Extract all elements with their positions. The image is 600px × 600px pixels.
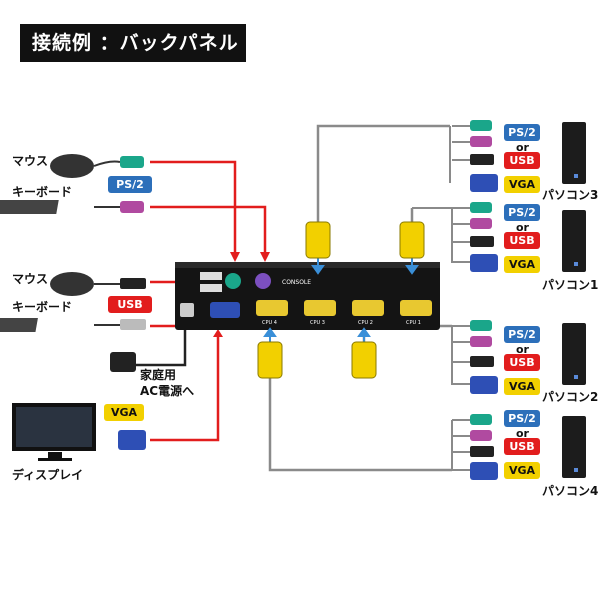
pc2-badge-ps2: PS/2: [504, 326, 540, 343]
label-power-line1: 家庭用: [140, 368, 177, 382]
ac-adapter: [110, 352, 136, 372]
port-label-cpu3: CPU 3: [310, 320, 325, 326]
pc1-badge-vga: VGA: [504, 256, 540, 273]
port-label-cpu2: CPU 2: [358, 320, 373, 326]
port-label-cpu4: CPU 4: [262, 320, 277, 326]
pc4-badge-ps2: PS/2: [504, 410, 540, 427]
mouse-top: [50, 154, 144, 178]
pc4-label: パソコン4: [542, 484, 599, 498]
label-mouse-top: マウス: [12, 154, 49, 168]
badge-vga-display: VGA: [104, 404, 144, 421]
kvm-switch: CONSOLE CPU 4 CPU 3 CPU 2 CPU 1: [175, 262, 440, 330]
vga-connectors-yellow: [257, 221, 425, 379]
pc2-badge-usb: USB: [504, 354, 540, 371]
port-label-cpu1: CPU 1: [406, 320, 421, 326]
pc2-label: パソコン2: [542, 390, 599, 404]
pc1-label: パソコン1: [542, 278, 599, 292]
pc3-badge-vga: VGA: [504, 176, 540, 193]
label-power-line2: AC電源へ: [140, 384, 195, 398]
label-keyboard-bottom: キーボード: [12, 300, 73, 314]
pc3-label: パソコン3: [542, 188, 599, 202]
mouse-bottom: [50, 272, 146, 296]
pc-towers: [562, 122, 586, 478]
pc1-or: or: [516, 221, 529, 234]
pc3-badge-ps2: PS/2: [504, 124, 540, 141]
pc1-badge-usb: USB: [504, 232, 540, 249]
badge-ps2-console: PS/2: [108, 176, 152, 193]
label-display: ディスプレイ: [12, 468, 84, 482]
console-label: CONSOLE: [282, 279, 311, 286]
pc3-or: or: [516, 141, 529, 154]
cpu-port-arrows: [263, 258, 419, 345]
keyboard-bottom: [0, 318, 146, 332]
badge-usb-console: USB: [108, 296, 152, 313]
keyboard-top: [0, 200, 144, 214]
pc2-or: or: [516, 343, 529, 356]
pc-connectors: [470, 120, 498, 480]
pc4-badge-usb: USB: [504, 438, 540, 455]
pc3-badge-usb: USB: [504, 152, 540, 169]
display-monitor: [12, 403, 146, 461]
label-mouse-bottom: マウス: [12, 272, 49, 286]
pc4-or: or: [516, 427, 529, 440]
pc1-badge-ps2: PS/2: [504, 204, 540, 221]
label-keyboard-top: キーボード: [12, 185, 73, 199]
pc2-badge-vga: VGA: [504, 378, 540, 395]
page-title: 接続例 ：バックパネル: [20, 24, 246, 62]
pc4-badge-vga: VGA: [504, 462, 540, 479]
